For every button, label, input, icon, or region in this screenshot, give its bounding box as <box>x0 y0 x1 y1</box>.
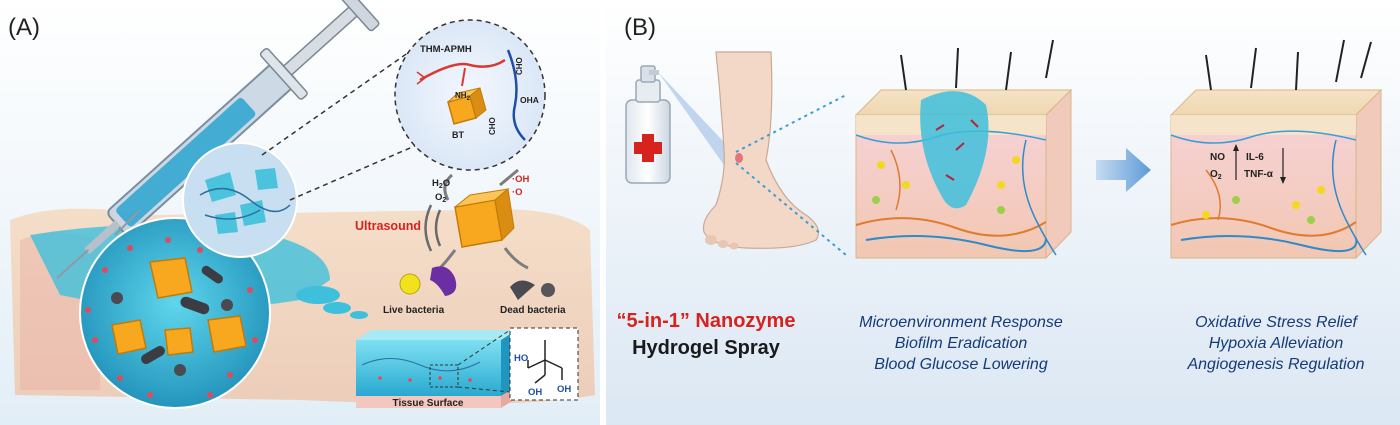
foot <box>702 51 819 249</box>
oha-label: OHA <box>520 95 539 105</box>
wound <box>735 153 743 163</box>
panel-a-label: (A) <box>8 14 40 41</box>
panel-b-illustration: NO O2 IL-6 TNF-α <box>606 0 1400 425</box>
hydrogel-block <box>356 330 517 408</box>
live-rod <box>430 266 457 296</box>
nh2-subscript: 2 <box>467 96 471 102</box>
product-title: “5-in-1” Nanozyme Hydrogel Spray <box>606 308 806 362</box>
nh2-label: NH2 <box>455 91 471 102</box>
spray-bottle <box>625 65 671 184</box>
caption-middle: Microenvironment Response Biofilm Eradic… <box>838 312 1084 375</box>
no-marker: NO <box>1210 152 1225 163</box>
o2-marker-o: O <box>1210 169 1218 180</box>
live-coccus <box>399 273 421 295</box>
caption-right: Oxidative Stress Relief Hypoxia Alleviat… <box>1166 312 1386 375</box>
caption-middle-line-2: Biofilm Eradication <box>894 335 1028 352</box>
molecule-zoom-circle <box>394 19 546 171</box>
oh-bottom-label: OH <box>528 387 542 398</box>
panel-a-illustration: THM-APMH NH2 CHO OHA CHO BT H2O <box>0 0 600 425</box>
product-line-1: “5-in-1” Nanozyme <box>616 310 796 332</box>
product-line-2: Hydrogel Spray <box>632 337 780 359</box>
superoxide-label: ·O <box>512 187 523 198</box>
ho-top-label: HO <box>514 353 528 364</box>
ultrasound-label: Ultrasound <box>355 219 421 233</box>
droplets <box>296 286 368 319</box>
spray-mist <box>658 72 736 165</box>
tnf-marker: TNF-α <box>1244 169 1274 180</box>
h2o-o-label: O <box>443 178 450 189</box>
gel-zoom-circle <box>79 217 271 409</box>
cho-top-label: CHO <box>515 57 524 75</box>
gel-sphere <box>182 142 298 258</box>
bt-label: BT <box>452 130 464 140</box>
chem-zoom-lines <box>457 329 511 393</box>
o2-marker-sub: 2 <box>1218 174 1222 181</box>
zoom-lines-b <box>735 94 847 256</box>
live-bacteria-label: Live bacteria <box>383 305 445 316</box>
o2-marker: O2 <box>1210 169 1222 181</box>
o-label: O <box>435 192 442 203</box>
toes <box>705 235 739 250</box>
panel-a: THM-APMH NH2 CHO OHA CHO BT H2O <box>0 0 600 425</box>
caption-middle-line-1: Microenvironment Response <box>859 314 1063 331</box>
h2o-label: H2O <box>432 178 450 190</box>
o2-label: O2 <box>435 192 446 204</box>
caption-right-line-2: Hypoxia Alleviation <box>1208 335 1344 352</box>
nanozyme-cube <box>454 188 515 248</box>
il6-marker: IL-6 <box>1246 152 1264 163</box>
dead-coccus <box>541 283 555 297</box>
ultrasound-arcs <box>424 204 442 252</box>
diabetic-wound-tissue <box>854 39 1073 260</box>
chemical-structure <box>509 327 579 401</box>
healed-tissue <box>1169 39 1383 260</box>
thm-apmh-label: THM-APMH <box>420 44 472 55</box>
h-label: H <box>432 178 439 189</box>
oh-right-label: OH <box>557 384 571 395</box>
caption-right-line-1: Oxidative Stress Relief <box>1195 314 1357 331</box>
caption-middle-line-3: Blood Glucose Lowering <box>874 356 1048 373</box>
panel-b-label: (B) <box>624 14 656 41</box>
panel-b: NO O2 IL-6 TNF-α (B) “5-in-1” Nanozyme H… <box>606 0 1400 425</box>
dead-rod <box>510 280 535 300</box>
hydroxyl-label: ·OH <box>512 174 530 185</box>
dead-bacteria-label: Dead bacteria <box>500 305 566 316</box>
cho-bottom-label: CHO <box>488 117 497 135</box>
tissue-surface-label: Tissue Surface <box>393 398 464 409</box>
transition-arrow <box>1096 148 1151 192</box>
caption-right-line-3: Angiogenesis Regulation <box>1187 356 1365 373</box>
h2o-subscript: 2 <box>439 183 443 190</box>
nh-label: NH <box>455 91 467 100</box>
o2-subscript: 2 <box>442 197 446 204</box>
